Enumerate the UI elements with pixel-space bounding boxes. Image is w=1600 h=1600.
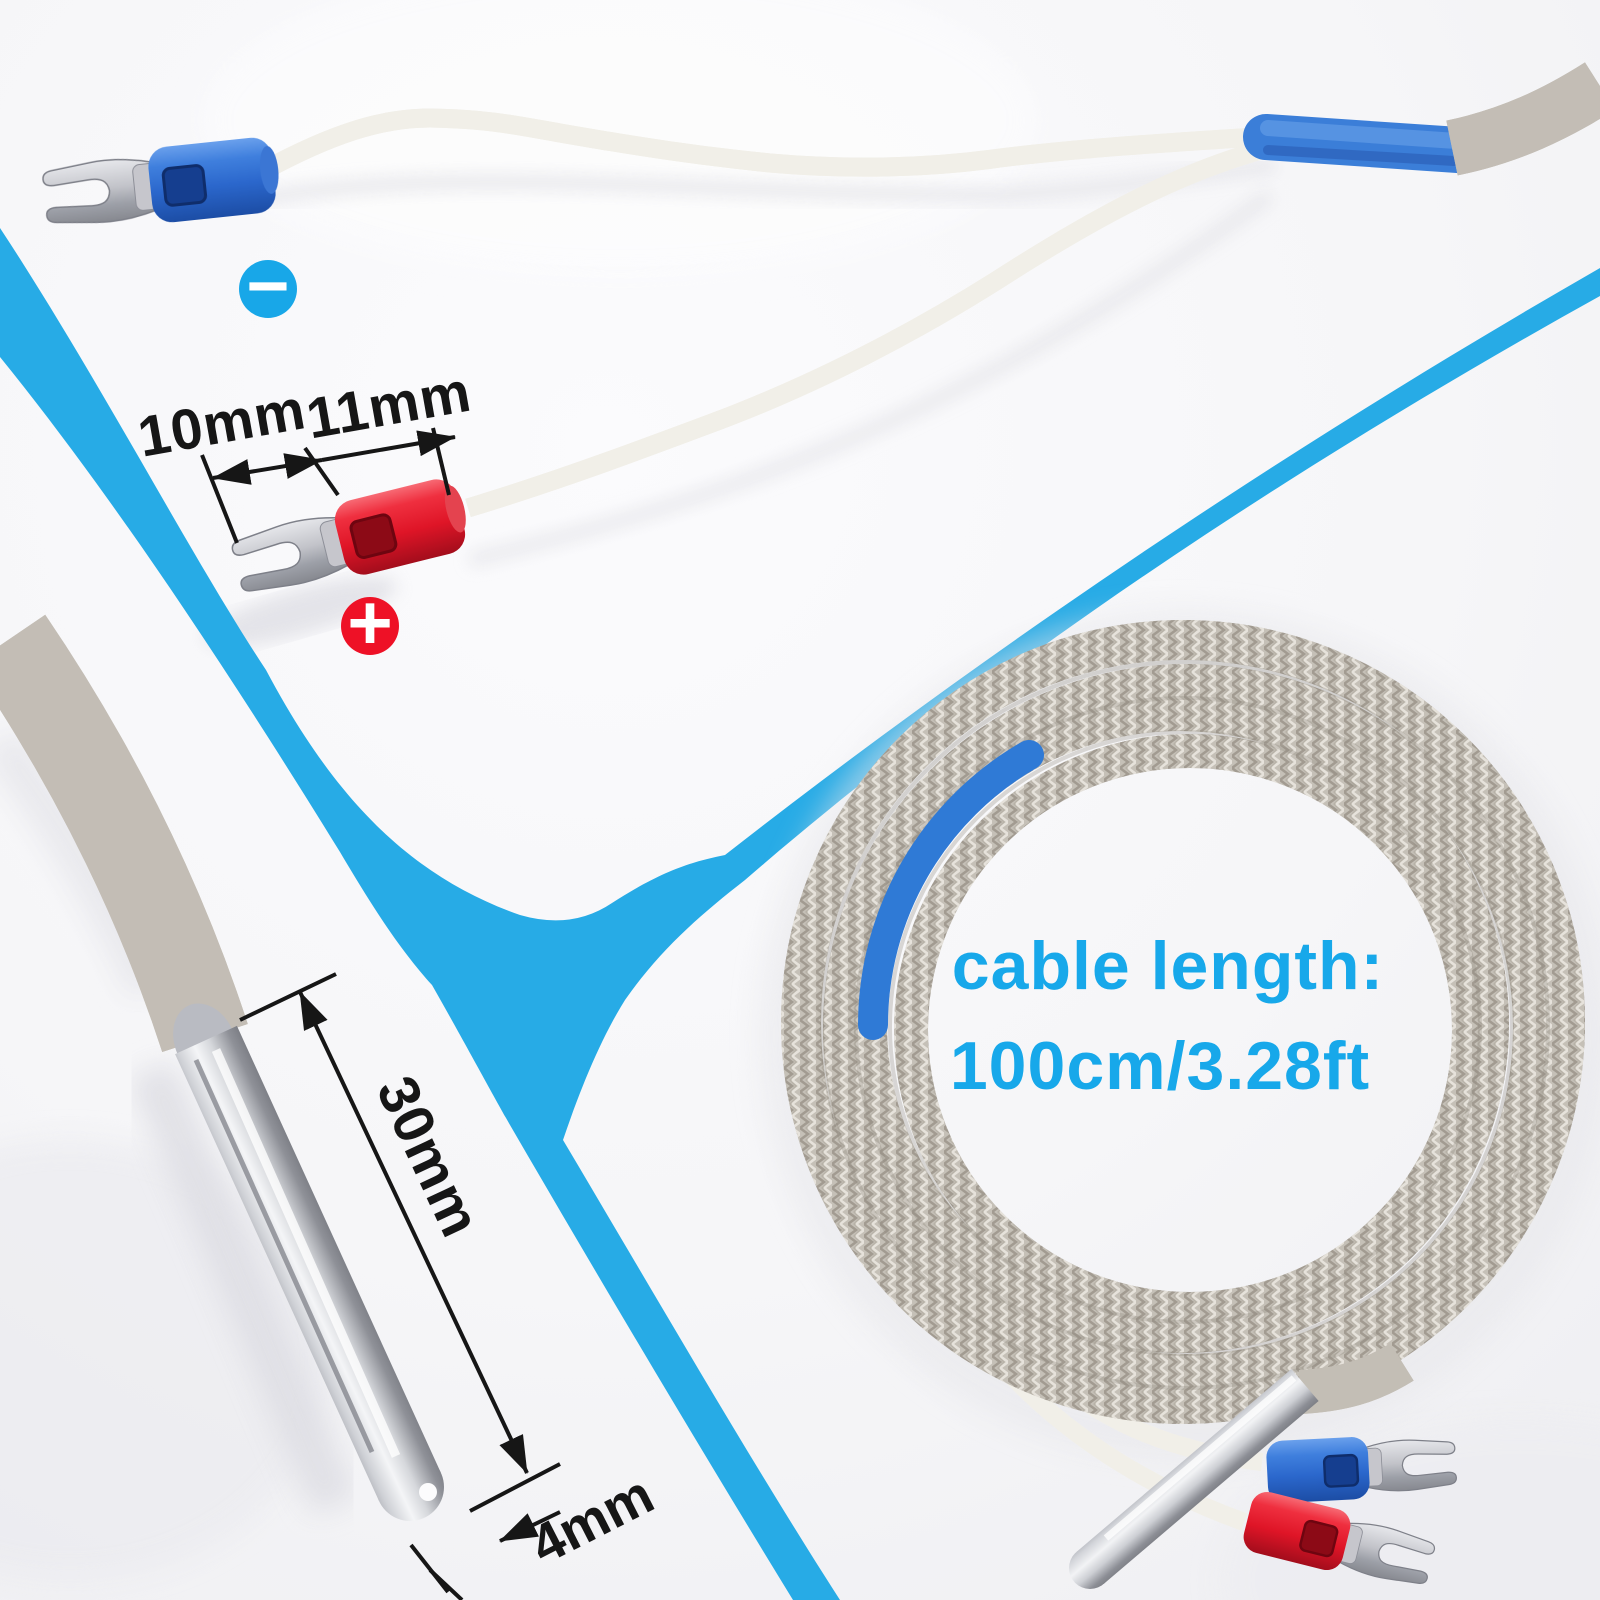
photo-terminal-leads: [42, 86, 1600, 647]
divider-y-band: [0, 228, 1600, 1600]
witness-line: [428, 1568, 464, 1600]
minus-glyph: −: [246, 243, 290, 327]
probe-body: [1076, 1369, 1319, 1584]
dimension-line-30mm: [298, 991, 529, 1474]
heat-shrink-sleeve: [1243, 114, 1481, 173]
braided-cable-top: [1452, 86, 1600, 148]
witness-line: [239, 972, 337, 1022]
barrel-end: [259, 146, 279, 194]
white-wire-positive: [468, 148, 1268, 508]
braided-cable-probe-end: [0, 640, 205, 1038]
cable-length-caption-line2: 100cm/3.28ft: [949, 1028, 1371, 1104]
photo-coiled-cable: [760, 610, 1600, 1589]
minus-icon: −: [239, 244, 297, 327]
spade-terminal-positive: [231, 479, 466, 592]
plus-glyph: +: [347, 577, 393, 666]
probe-highlight: [1103, 1375, 1297, 1541]
witness-line: [409, 1543, 450, 1594]
probe-tip: [1069, 1547, 1111, 1589]
barrel-window: [161, 164, 208, 207]
spade-terminal-negative: [42, 137, 279, 224]
plus-icon: +: [341, 578, 399, 666]
braided-cable-coil: [781, 620, 1585, 1424]
witness-line: [200, 454, 239, 544]
dimension-line-10mm: [212, 453, 323, 485]
dimension-4mm: [409, 1510, 561, 1600]
spade-terminal-negative-small: [1266, 1437, 1457, 1503]
dimension-10-11mm: [200, 427, 456, 544]
witness-line: [469, 1462, 561, 1513]
tip-sparkle: [419, 1483, 437, 1501]
probe-coil-end: [1069, 1369, 1319, 1589]
fork-tines: [42, 158, 162, 224]
wire-shadow: [468, 189, 1275, 567]
terminal-shadow: [203, 577, 397, 647]
photo-probe-closeup: [0, 640, 561, 1600]
white-wire-negative: [265, 108, 1272, 170]
coil-heat-shrink: [858, 740, 1044, 1040]
spade-terminal-positive-small: [1243, 1491, 1436, 1584]
cable-length-caption-line1: cable length:: [951, 928, 1385, 1004]
dimension-line-11mm: [321, 430, 456, 462]
leader-line-4mm: [499, 1510, 561, 1543]
barrel-window: [349, 513, 398, 560]
barrel-end: [444, 485, 466, 533]
dimension-30mm: [239, 972, 561, 1513]
